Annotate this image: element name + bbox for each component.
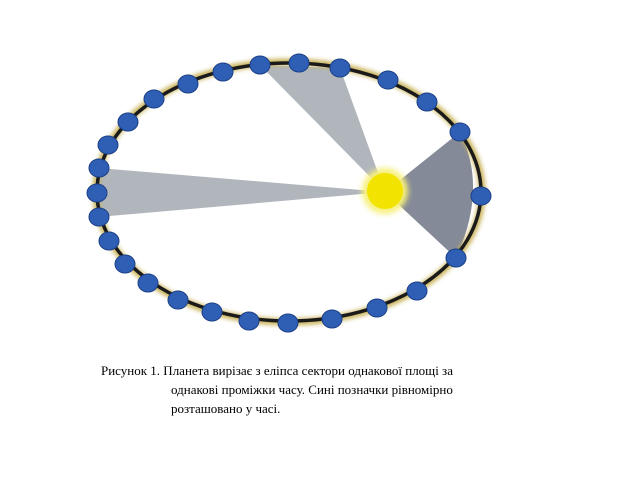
position-marker-icon bbox=[167, 290, 189, 310]
position-marker-icon bbox=[366, 298, 388, 318]
position-marker-icon bbox=[445, 248, 467, 268]
position-marker-icon bbox=[177, 74, 199, 94]
position-marker-icon bbox=[449, 122, 471, 142]
position-marker-icon bbox=[86, 183, 108, 203]
sun-icon bbox=[362, 168, 408, 214]
position-marker-icon bbox=[201, 302, 223, 322]
position-marker-icon bbox=[212, 62, 234, 82]
swept-sector-perihelion bbox=[385, 132, 474, 258]
position-marker-icon bbox=[97, 135, 119, 155]
caption-line-2: однакові проміжки часу. Сині позначки рі… bbox=[171, 382, 453, 397]
position-marker-icon bbox=[249, 55, 271, 75]
caption-line-3: розташовано у часі. bbox=[171, 401, 281, 416]
position-marker-icon bbox=[143, 89, 165, 109]
position-marker-icon bbox=[117, 112, 139, 132]
position-marker-icon bbox=[277, 313, 299, 333]
caption-line-1: Рисунок 1. Планета вирізає з еліпса сект… bbox=[101, 363, 453, 378]
position-marker-icon bbox=[470, 186, 492, 206]
position-markers bbox=[86, 53, 492, 333]
position-marker-icon bbox=[114, 254, 136, 274]
kepler-orbit-diagram bbox=[86, 53, 492, 333]
position-marker-icon bbox=[88, 207, 110, 227]
position-marker-icon bbox=[288, 53, 310, 73]
position-marker-icon bbox=[88, 158, 110, 178]
position-marker-icon bbox=[416, 92, 438, 112]
position-marker-icon bbox=[238, 311, 260, 331]
position-marker-icon bbox=[377, 70, 399, 90]
position-marker-icon bbox=[321, 309, 343, 329]
position-marker-icon bbox=[406, 281, 428, 301]
position-marker-icon bbox=[329, 58, 351, 78]
position-marker-icon bbox=[137, 273, 159, 293]
swept-sector-top bbox=[260, 65, 385, 192]
swept-sector-aphelion bbox=[98, 168, 385, 217]
figure-caption: Рисунок 1. Планета вирізає з еліпса сект… bbox=[101, 361, 521, 418]
position-marker-icon bbox=[98, 231, 120, 251]
